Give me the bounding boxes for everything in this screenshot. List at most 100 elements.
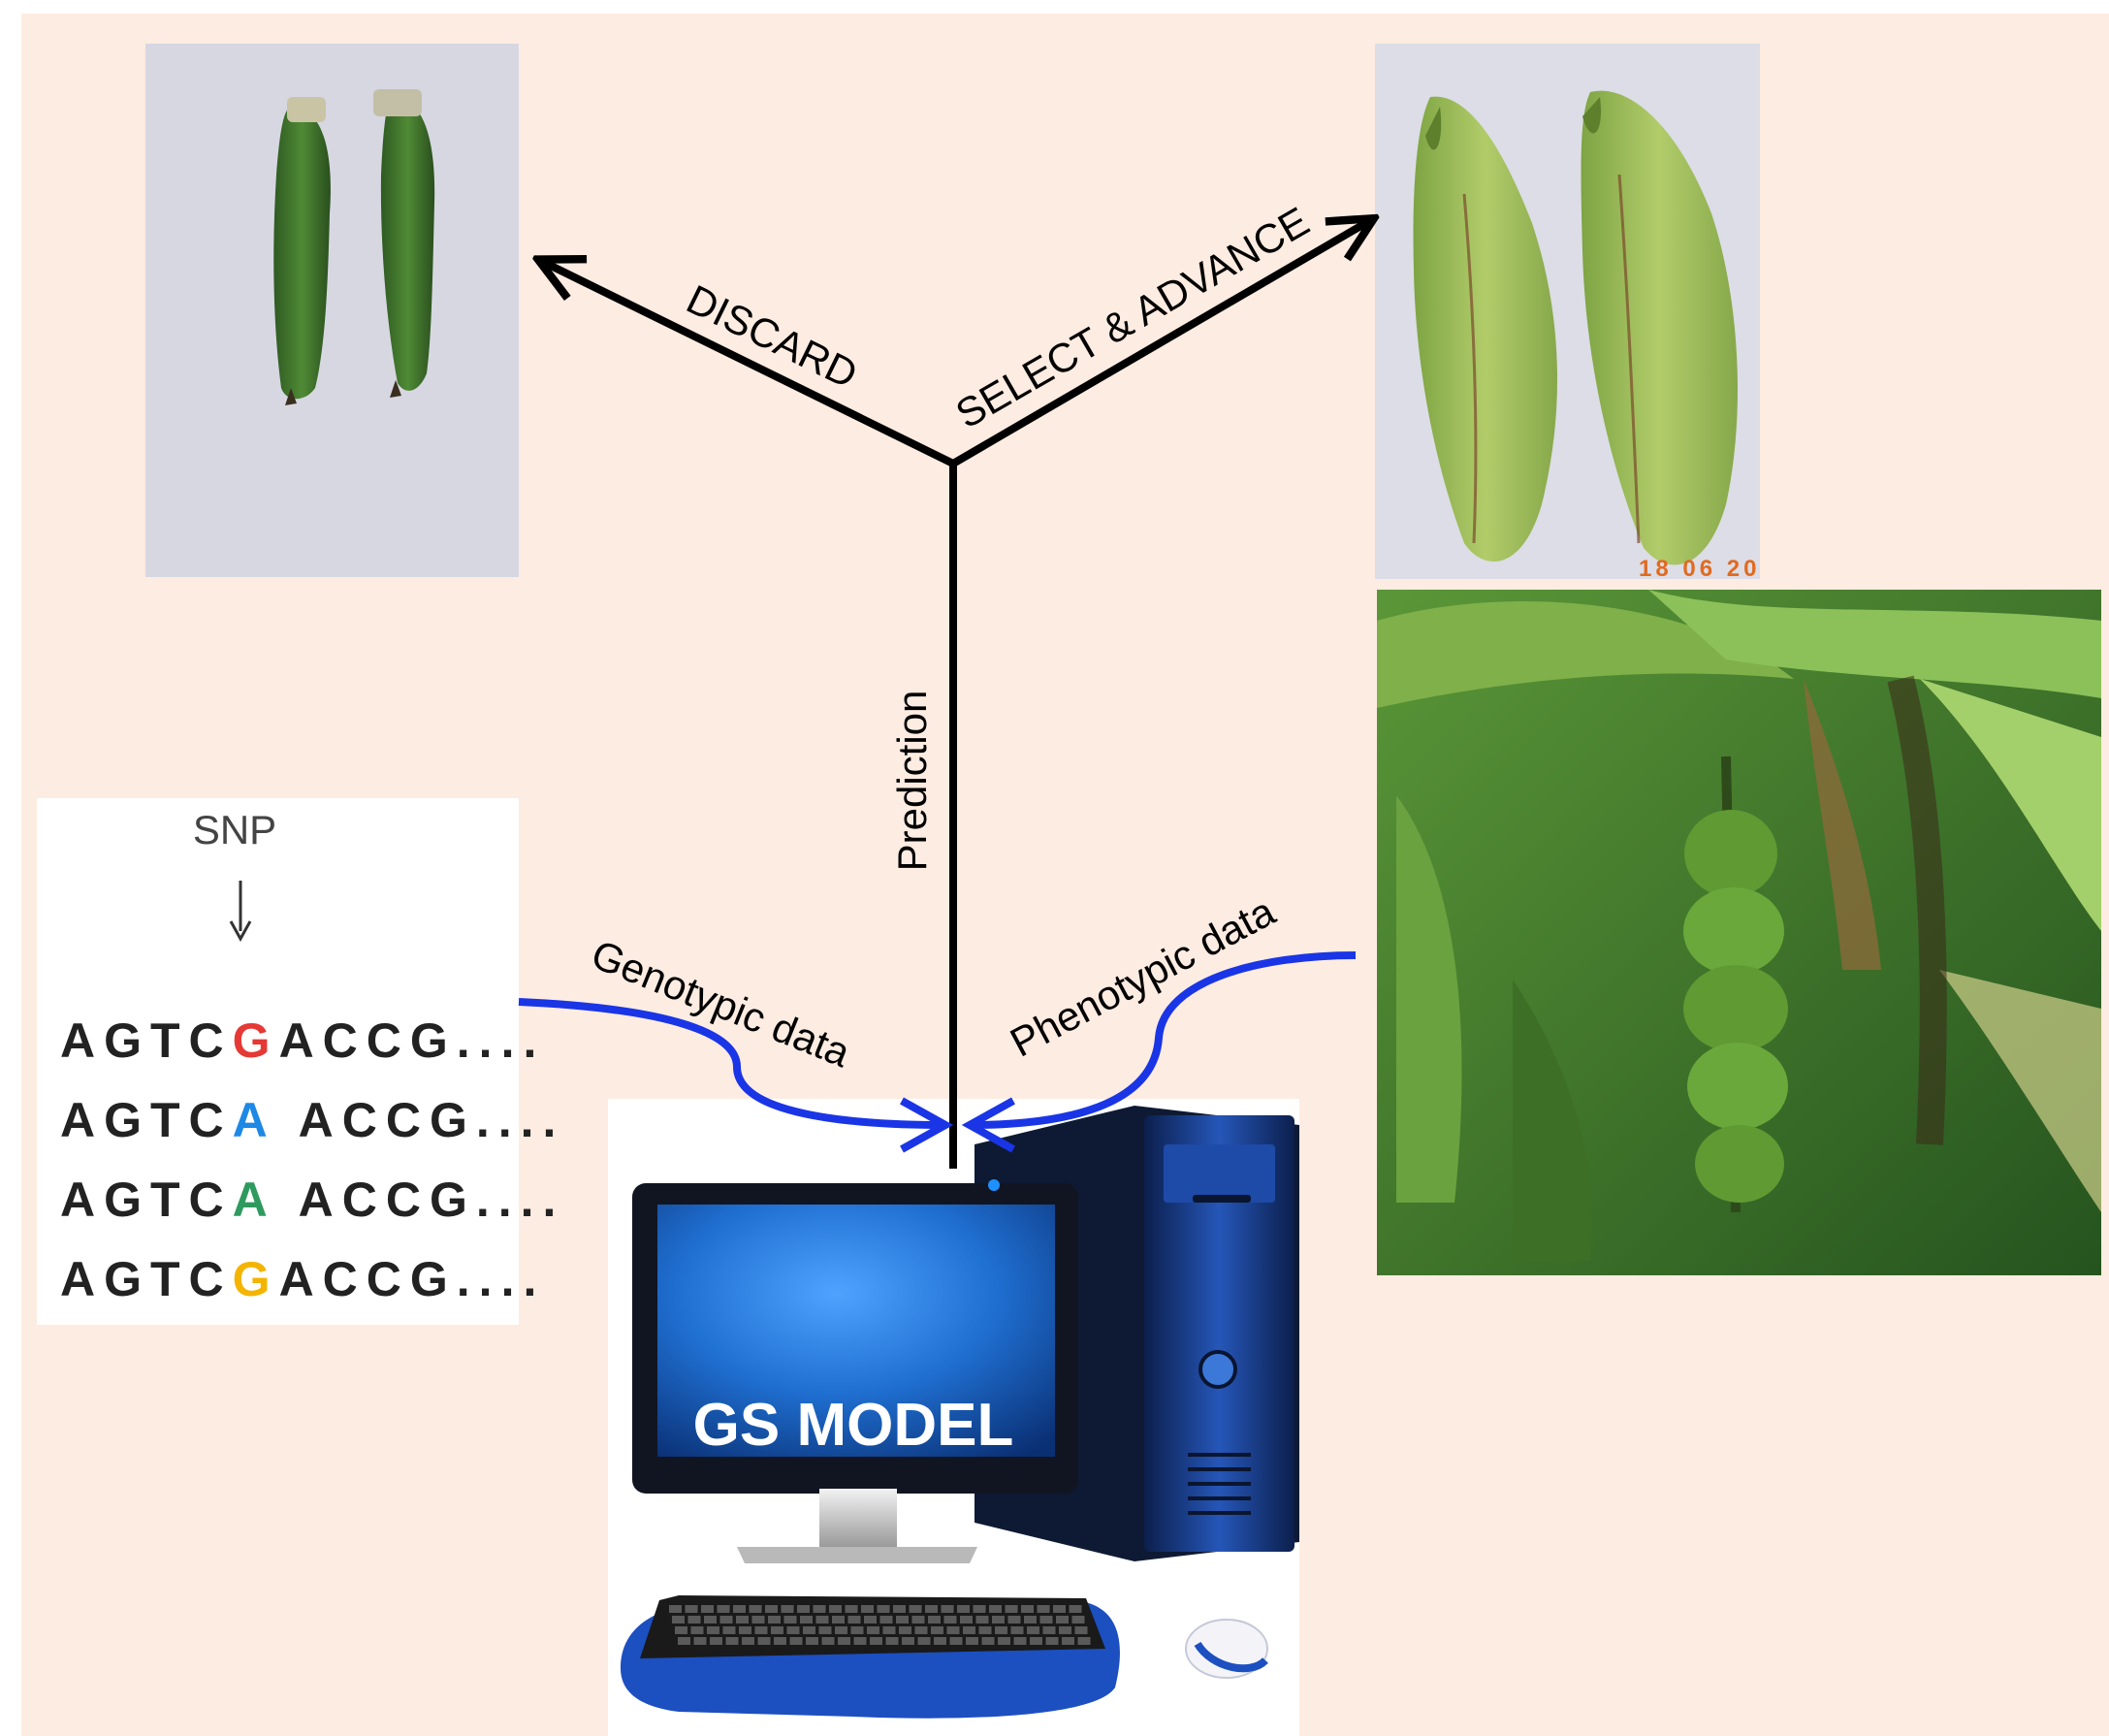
keyboard-key	[751, 1616, 765, 1623]
snp-suffix: ACCG....	[276, 1173, 565, 1227]
keyboard-key	[943, 1616, 957, 1623]
keyboard-key	[957, 1605, 970, 1613]
snp-sequence-row: AGTCA ACCG....	[60, 1093, 564, 1147]
keyboard	[621, 1595, 1120, 1719]
keyboard-key	[909, 1605, 922, 1613]
keyboard-key	[768, 1616, 781, 1623]
data-input-arrows	[518, 951, 1357, 1153]
keyboard-key	[847, 1616, 861, 1623]
keyboard-key	[765, 1605, 778, 1613]
keyboard-key	[725, 1637, 739, 1645]
keyboard-key	[911, 1616, 925, 1623]
keyboard-key	[992, 1616, 1005, 1623]
keyboard-key	[1021, 1605, 1034, 1613]
keyboard-key	[1071, 1616, 1085, 1623]
discarded-bananas-photo	[145, 44, 519, 577]
computer-illustration: GS MODEL	[608, 1099, 1299, 1736]
selected-bananas-photo: 18 06 20	[1375, 44, 1760, 582]
keyboard-key	[1005, 1605, 1018, 1613]
keyboard-key	[739, 1626, 751, 1634]
keyboard-key	[835, 1626, 847, 1634]
keyboard-key	[675, 1626, 687, 1634]
keyboard-key	[861, 1605, 874, 1613]
snp-prefix: AGTC	[60, 1093, 233, 1147]
keyboard-key	[722, 1626, 736, 1634]
monitor: GS MODEL	[632, 1179, 1078, 1563]
keyboard-key	[917, 1637, 931, 1645]
snp-prefix: AGTC	[60, 1173, 233, 1227]
keyboard-key	[789, 1637, 803, 1645]
keyboard-key	[710, 1637, 722, 1645]
photo-date-stamp: 18 06 20	[1639, 556, 1760, 582]
keyboard-key	[1062, 1637, 1074, 1645]
keyboard-key	[701, 1605, 714, 1613]
keyboard-key	[742, 1637, 754, 1645]
keyboard-key	[783, 1616, 797, 1623]
keyboard-key	[864, 1616, 877, 1623]
keyboard-key	[879, 1616, 893, 1623]
keyboard-key	[882, 1626, 896, 1634]
keyboard-key	[893, 1605, 906, 1613]
keyboard-key	[1069, 1605, 1082, 1613]
snp-variant-base: A	[233, 1173, 276, 1227]
keyboard-key	[803, 1626, 815, 1634]
keyboard-key	[733, 1605, 746, 1613]
keyboard-key	[845, 1605, 858, 1613]
keyboard-key	[719, 1616, 733, 1623]
keyboard-key	[781, 1605, 794, 1613]
prediction-arrow-system	[543, 221, 1369, 1169]
keyboard-key	[800, 1616, 813, 1623]
snp-sequence-rows: AGTCGACCG....AGTCA ACCG....AGTCA ACCG...…	[60, 1013, 565, 1306]
keyboard-key	[685, 1605, 698, 1613]
keyboard-key	[1077, 1637, 1091, 1645]
keyboard-key	[1042, 1626, 1056, 1634]
genotypic-data-arrow	[518, 998, 946, 1129]
keyboard-key	[815, 1616, 829, 1623]
keyboard-key	[1010, 1626, 1024, 1634]
keyboard-key	[754, 1626, 768, 1634]
keyboard-key	[931, 1626, 943, 1634]
keyboard-key	[717, 1605, 730, 1613]
keyboard-key	[771, 1626, 783, 1634]
keyboard-key	[981, 1637, 995, 1645]
keyboard-key	[1056, 1616, 1069, 1623]
snp-prefix: AGTC	[60, 1013, 233, 1068]
keyboard-key	[736, 1616, 749, 1623]
keyboard-key	[749, 1605, 762, 1613]
keyboard-key	[941, 1605, 954, 1613]
keyboard-key	[1027, 1626, 1039, 1634]
phenotypic-data-arrow	[969, 951, 1357, 1129]
keyboard-key	[1037, 1605, 1050, 1613]
snp-header: SNP	[193, 807, 276, 852]
keyboard-key	[853, 1637, 867, 1645]
select-advance-arrow	[950, 221, 1369, 467]
keyboard-key	[885, 1637, 899, 1645]
keyboard-key	[928, 1616, 941, 1623]
keyboard-key	[989, 1605, 1002, 1613]
mouse	[1185, 1619, 1268, 1679]
keyboard-key	[973, 1605, 986, 1613]
keyboard-key	[786, 1626, 800, 1634]
keyboard-key	[678, 1637, 690, 1645]
keyboard-key	[704, 1616, 717, 1623]
keyboard-key	[821, 1637, 835, 1645]
keyboard-key	[995, 1626, 1007, 1634]
keyboard-key	[975, 1616, 989, 1623]
keyboard-key	[902, 1637, 914, 1645]
snp-sequence-row: AGTCGACCG....	[60, 1252, 545, 1306]
keyboard-key	[963, 1626, 975, 1634]
keyboard-key	[757, 1637, 771, 1645]
snp-variant-base: G	[233, 1013, 279, 1068]
snp-suffix: ACCG....	[276, 1093, 565, 1147]
keyboard-key	[877, 1605, 890, 1613]
keyboard-key	[1030, 1637, 1042, 1645]
keyboard-key	[867, 1626, 879, 1634]
keyboard-key	[949, 1637, 963, 1645]
keyboard-key	[998, 1637, 1010, 1645]
keyboard-key	[1059, 1626, 1071, 1634]
keyboard-key	[838, 1637, 850, 1645]
keyboard-key	[806, 1637, 818, 1645]
keyboard-key	[672, 1616, 685, 1623]
snp-variant-base: A	[233, 1093, 276, 1147]
keyboard-key	[813, 1605, 826, 1613]
